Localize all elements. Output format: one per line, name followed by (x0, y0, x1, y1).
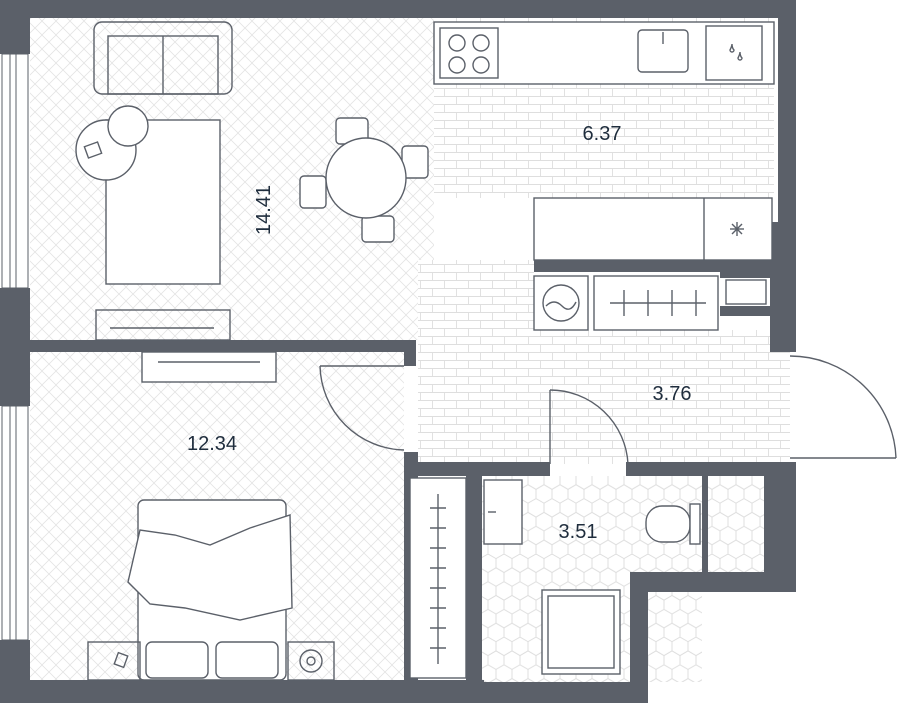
book (83, 141, 103, 159)
toilet (645, 503, 701, 545)
kitchen-area: 6.37 (583, 123, 622, 145)
laundry (533, 275, 767, 331)
bathroom-area: 3.51 (559, 521, 598, 543)
bedroom-shelf (141, 351, 277, 383)
hallway-area: 3.76 (653, 383, 692, 405)
shower (541, 589, 621, 675)
doors (319, 355, 897, 465)
sofa (93, 21, 233, 95)
kitchen-island (533, 197, 773, 261)
lamp (107, 105, 149, 147)
bed (87, 499, 335, 681)
wc-floor (702, 476, 764, 572)
windows (1, 53, 29, 641)
wardrobe (409, 477, 467, 679)
dining-set (299, 117, 429, 243)
living-room-area: 14.41 (253, 185, 275, 235)
kitchen-counter (433, 21, 775, 85)
bedroom-area: 12.34 (187, 433, 237, 455)
walls (0, 0, 796, 703)
tv-stand (95, 309, 231, 341)
hallway-floor-left (418, 260, 534, 340)
hallway-floor (418, 330, 790, 464)
sink (483, 479, 523, 545)
